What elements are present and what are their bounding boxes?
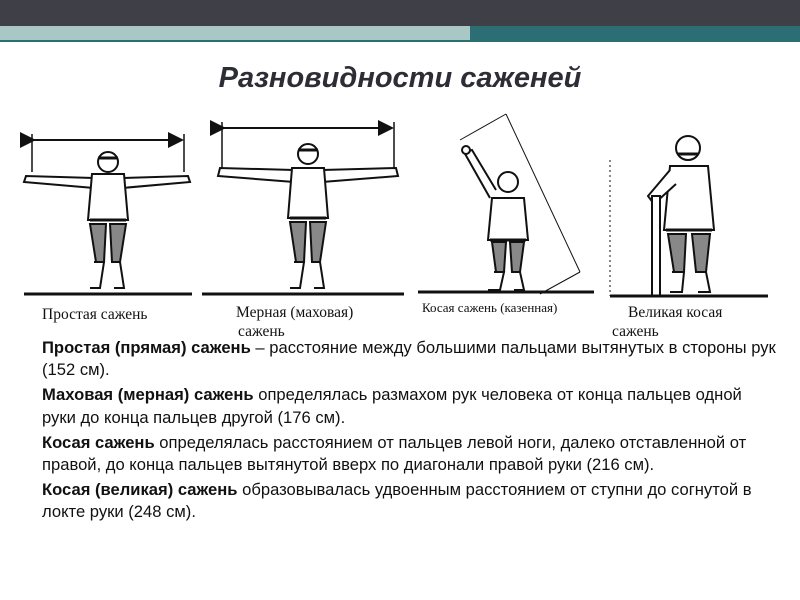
caption-measured-sazhen-line1: Мерная (маховая) (236, 304, 354, 321)
term-great: Косая (великая) сажень (42, 480, 238, 500)
caption-oblique-sazhen: Косая сажень (казенная) (422, 300, 558, 315)
term-measured: Маховая (мерная) сажень (42, 385, 254, 405)
caption-measured-sazhen-line2: сажень (238, 323, 285, 340)
text-oblique: определялась расстоянием от пальцев лево… (42, 432, 747, 475)
paragraph-measured: Маховая (мерная) сажень определялась раз… (42, 384, 777, 428)
header-divider (0, 40, 800, 42)
text-simple: – расстояние между большими пальцами выт… (42, 338, 776, 380)
figure-simple-sazhen (20, 132, 192, 296)
description-text: Простая (прямая) сажень – расстояние меж… (42, 337, 777, 527)
paragraph-great: Косая (великая) сажень образовывалась уд… (42, 479, 777, 523)
figures-svg (20, 113, 768, 298)
paragraph-oblique: Косая сажень определялась расстоянием от… (42, 432, 777, 476)
text-great: образовывалась удвоенным расстоянием от … (42, 480, 752, 522)
figure-oblique-sazhen (418, 113, 594, 295)
header-stripe-accent (470, 26, 800, 40)
text-measured: определялась размахом рук человека от ко… (42, 385, 742, 427)
figure-measured-sazhen (202, 120, 404, 296)
figures-illustration: Простая сажень Мерная (маховая) сажень К… (0, 112, 800, 342)
term-oblique: Косая сажень (42, 432, 155, 452)
header-bar (0, 0, 800, 26)
figure-great-oblique-sazhen (609, 135, 768, 298)
caption-simple-sazhen: Простая сажень (42, 306, 148, 323)
paragraph-simple: Простая (прямая) сажень – расстояние меж… (42, 337, 777, 381)
page-title: Разновидности саженей (218, 62, 582, 94)
term-simple: Простая (прямая) сажень (42, 338, 251, 357)
caption-great-oblique-line2: сажень (612, 323, 659, 340)
caption-great-oblique-line1: Великая косая (628, 304, 723, 321)
